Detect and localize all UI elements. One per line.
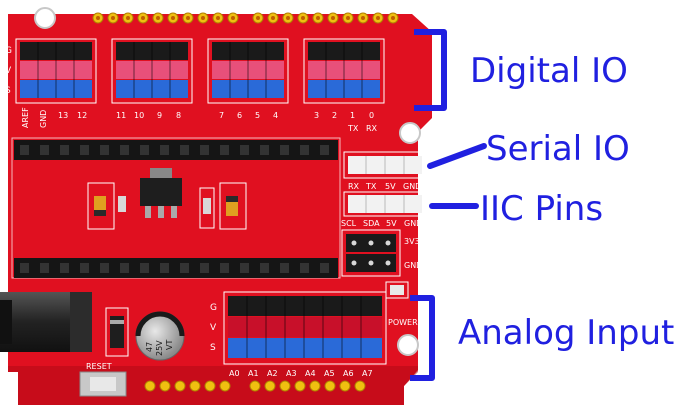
reset-button bbox=[79, 371, 127, 397]
serial-label-gnd: GND bbox=[403, 182, 421, 191]
power-label: POWER bbox=[388, 318, 418, 327]
analog-input-label: Analog Input bbox=[458, 313, 674, 353]
pin-label-11: 11 bbox=[116, 111, 126, 120]
serial-io-pointer bbox=[427, 143, 487, 169]
analog-label-a2: A2 bbox=[267, 369, 278, 378]
voltage-regulator bbox=[140, 168, 182, 218]
pin-label-6: 6 bbox=[237, 111, 242, 120]
pin-label-gnd: GND bbox=[39, 110, 48, 128]
iic-label-sda: SDA bbox=[363, 219, 380, 228]
digital-io-label: Digital IO bbox=[470, 51, 628, 91]
digital-header-block-4 bbox=[303, 38, 385, 104]
analog-gvs-s: S bbox=[210, 343, 216, 353]
pin-label-4: 4 bbox=[273, 111, 278, 120]
iic-label-gnd: GND bbox=[404, 219, 422, 228]
tx-label: TX bbox=[347, 124, 359, 133]
bottom-pads bbox=[144, 380, 366, 392]
gvs-label-v: V bbox=[5, 66, 12, 76]
analog-gvs-v: V bbox=[210, 323, 217, 333]
analog-label-a1: A1 bbox=[248, 369, 259, 378]
pin-label-2: 2 bbox=[332, 111, 337, 120]
analog-label-a5: A5 bbox=[324, 369, 335, 378]
pin-label-7: 7 bbox=[219, 111, 224, 120]
pin-label-aref: AREF bbox=[21, 107, 30, 128]
iic-header bbox=[343, 191, 427, 217]
analog-label-a6: A6 bbox=[343, 369, 354, 378]
pin-label-3: 3 bbox=[314, 111, 319, 120]
power-diode bbox=[105, 307, 129, 357]
serial-label-rx: RX bbox=[348, 182, 360, 191]
iic-pins-label: IIC Pins bbox=[480, 189, 603, 229]
serial-io-label: Serial IO bbox=[486, 129, 630, 169]
pin-label-8: 8 bbox=[176, 111, 181, 120]
analog-label-a3: A3 bbox=[286, 369, 297, 378]
iic-label-scl: SCL bbox=[341, 219, 357, 228]
digital-header-block-3 bbox=[207, 38, 289, 104]
serial-label-tx: TX bbox=[365, 182, 377, 191]
digital-header-block-1 bbox=[15, 38, 97, 104]
pin-label-1: 1 bbox=[350, 111, 355, 120]
serial-label-5v: 5V bbox=[385, 182, 396, 191]
analog-input-bracket bbox=[410, 295, 435, 381]
digital-io-bracket bbox=[414, 29, 447, 111]
analog-header bbox=[223, 291, 387, 365]
smd-components bbox=[87, 182, 247, 230]
serial-header bbox=[343, 151, 427, 179]
electrolytic-capacitor bbox=[135, 311, 185, 361]
analog-label-a7: A7 bbox=[362, 369, 373, 378]
pin-label-10: 10 bbox=[134, 111, 144, 120]
cap-text-vt: VT bbox=[165, 340, 174, 350]
reset-label: RESET bbox=[86, 362, 112, 371]
analog-gvs-g: G bbox=[210, 303, 217, 313]
analog-label-a4: A4 bbox=[305, 369, 316, 378]
power-led bbox=[385, 281, 409, 299]
pin-label-12: 12 bbox=[77, 111, 87, 120]
pin-label-13: 13 bbox=[58, 111, 68, 120]
pin-label-0: 0 bbox=[369, 111, 374, 120]
v33-label: 3V3 bbox=[404, 237, 420, 246]
cap-text-47: 47 bbox=[145, 342, 154, 352]
nano-socket-top bbox=[14, 140, 338, 160]
pin-label-5: 5 bbox=[255, 111, 260, 120]
cap-text-25v: 25V bbox=[155, 340, 164, 356]
gvs-label-s: S bbox=[5, 86, 11, 96]
iic-label-5v: 5V bbox=[386, 219, 397, 228]
digital-header-block-2 bbox=[111, 38, 193, 104]
gnd-label: GND bbox=[404, 261, 422, 270]
nano-socket-bottom bbox=[14, 258, 338, 278]
rx-label: RX bbox=[366, 124, 378, 133]
pin-label-9: 9 bbox=[157, 111, 162, 120]
gvs-label-g: G bbox=[5, 46, 12, 56]
mounting-holes bbox=[34, 7, 421, 356]
dc-power-jack bbox=[0, 292, 92, 352]
analog-label-a0: A0 bbox=[229, 369, 240, 378]
power-header-3v3 bbox=[341, 229, 401, 277]
